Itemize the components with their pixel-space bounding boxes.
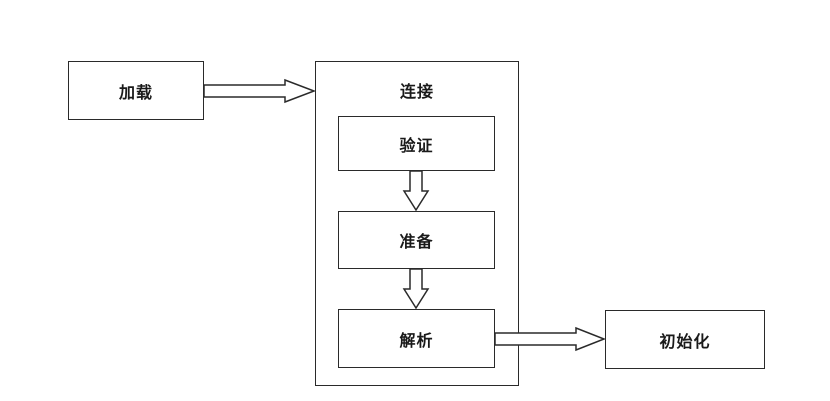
node-verify-label: 验证 bbox=[399, 135, 434, 155]
node-initialize: 初始化 bbox=[605, 310, 765, 369]
node-prepare: 准备 bbox=[338, 211, 495, 269]
node-prepare-label: 准备 bbox=[399, 232, 434, 251]
group-linking: 连接 bbox=[315, 61, 519, 386]
arrow-prepare-to-resolve bbox=[402, 268, 430, 310]
node-load: 加载 bbox=[68, 61, 204, 120]
group-linking-label: 连接 bbox=[399, 82, 434, 101]
arrow-verify-to-prepare bbox=[402, 170, 430, 212]
node-resolve-label: 解析 bbox=[399, 330, 434, 350]
node-initialize-label: 初始化 bbox=[659, 331, 711, 351]
node-load-label: 加载 bbox=[118, 82, 153, 102]
arrow-resolve-to-initialize bbox=[494, 326, 607, 352]
arrow-load-to-linking bbox=[203, 78, 317, 104]
